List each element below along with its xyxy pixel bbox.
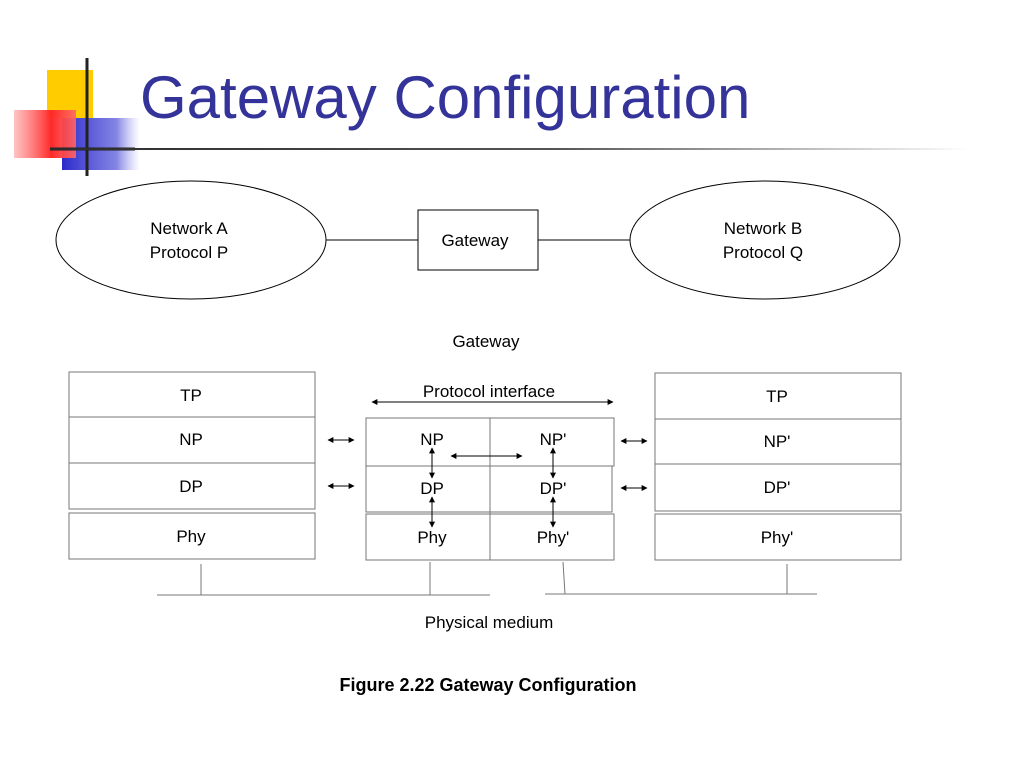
- left-phy-layer: [68, 512, 316, 560]
- gateway-dp-layer: [365, 465, 613, 513]
- right-np-layer: [654, 418, 902, 465]
- gateway-np-label: NP: [420, 430, 444, 449]
- gateway-np-prime-label: NP': [540, 430, 567, 449]
- right-dp-label: DP': [764, 478, 791, 497]
- left-phy-label: Phy: [176, 527, 206, 546]
- right-np-label: NP': [764, 432, 791, 451]
- left-dp-label: DP: [179, 477, 203, 496]
- network-b-protocol: Protocol Q: [723, 243, 803, 262]
- right-tp-layer: [654, 372, 902, 420]
- left-np-label: NP: [179, 430, 203, 449]
- network-a-label: Network A: [150, 219, 228, 238]
- right-phy-label: Phy': [761, 528, 794, 547]
- gateway-phy-label: Phy: [417, 528, 447, 547]
- gateway-box-label: Gateway: [441, 231, 509, 250]
- left-tp-layer: [68, 371, 316, 418]
- gateway-box: Gateway: [417, 209, 539, 271]
- gateway-dp-prime-label: DP': [540, 479, 567, 498]
- network-a-ellipse: Network A Protocol P: [55, 180, 327, 300]
- left-dp-layer: [68, 462, 316, 510]
- gateway-stack-heading: Gateway: [452, 332, 520, 351]
- network-a-protocol: Protocol P: [150, 243, 228, 262]
- right-stack: [654, 372, 902, 561]
- gateway-dp-label: DP: [420, 479, 444, 498]
- gateway-stack: [365, 417, 615, 561]
- slide-title: Gateway Configuration: [140, 64, 751, 131]
- title-underline: [50, 148, 970, 150]
- left-stack: [68, 371, 316, 560]
- network-b-ellipse: Network B Protocol Q: [629, 180, 901, 300]
- right-dp-layer: [654, 463, 902, 512]
- network-b-label: Network B: [724, 219, 802, 238]
- gateway-phy-prime-label: Phy': [537, 528, 570, 547]
- physical-medium-label: Physical medium: [425, 613, 554, 632]
- right-phy-layer: [654, 513, 902, 561]
- left-tp-label: TP: [180, 386, 202, 405]
- right-tp-label: TP: [766, 387, 788, 406]
- protocol-interface-label: Protocol interface: [423, 382, 555, 401]
- physical-medium-lines: [157, 561, 817, 596]
- figure-caption: Figure 2.22 Gateway Configuration: [339, 675, 637, 695]
